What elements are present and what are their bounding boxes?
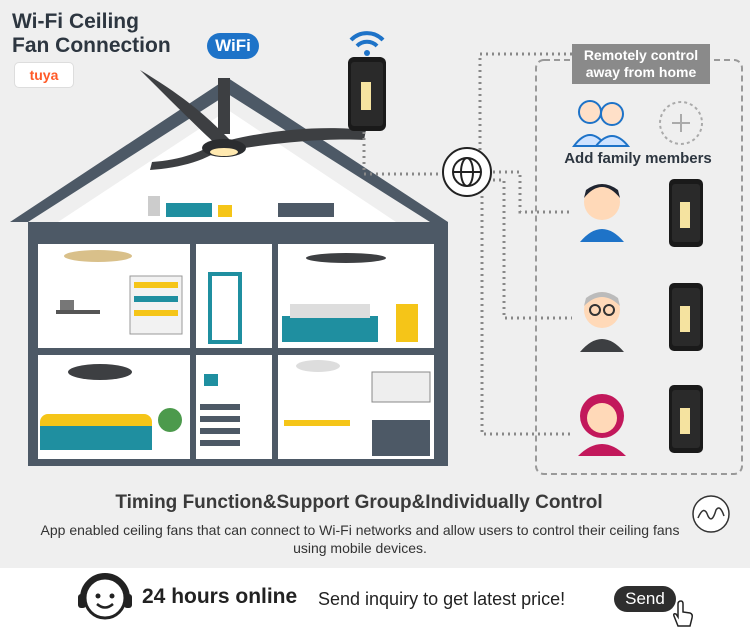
add-family-label: Add family members: [564, 150, 712, 167]
online-label: 24 hours online: [142, 585, 298, 608]
attic: [58, 110, 396, 222]
avatar-young-man: [580, 184, 624, 242]
connection-lines: [362, 52, 743, 475]
remote-label-line-2: away from home: [585, 64, 697, 80]
feature-heading: Timing Function&Support Group&Individual…: [115, 492, 603, 513]
globe-icon: [442, 147, 492, 197]
house-illustration: [10, 70, 448, 466]
inquiry-text: Send inquiry to get latest price!: [318, 589, 566, 609]
feature-description: App enabled ceiling fans that can connec…: [40, 522, 680, 556]
remote-control-label: Remotely control away from home: [572, 44, 710, 84]
page-title: Wi-Fi Ceiling Fan Connection: [12, 10, 171, 58]
hand-cursor-icon: [673, 600, 693, 627]
wifi-badge: WiFi: [207, 33, 259, 59]
title-line-2: Fan Connection: [12, 34, 171, 57]
send-button[interactable]: Send: [614, 586, 676, 612]
main-fan: [140, 70, 230, 148]
tuya-logo: tuya: [14, 62, 74, 88]
phone-2[interactable]: [668, 282, 704, 352]
phone-main: [348, 57, 386, 131]
phone-3[interactable]: [668, 384, 704, 454]
remote-label-line-1: Remotely control: [583, 47, 699, 63]
family-group-icon: [572, 100, 630, 147]
title-line-1: Wi-Fi Ceiling: [12, 10, 139, 33]
family-panel: [535, 59, 743, 475]
headset-icon: [78, 573, 132, 620]
avatar-old-man: [580, 292, 624, 352]
plus-icon[interactable]: [658, 100, 704, 146]
avatar-woman: [578, 394, 626, 456]
wifi-icon: [349, 31, 385, 56]
signature-logo: [692, 495, 730, 533]
phone-1[interactable]: [668, 178, 704, 248]
